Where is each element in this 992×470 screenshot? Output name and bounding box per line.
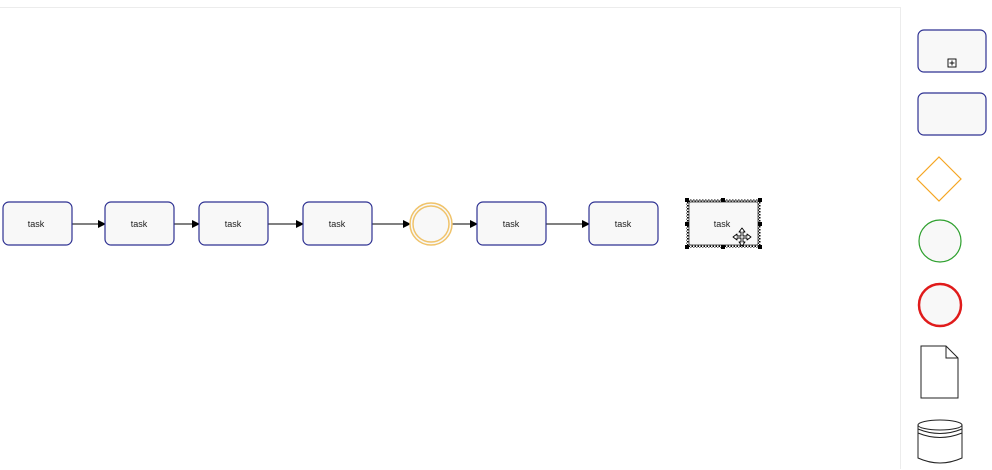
task-label: task bbox=[714, 219, 731, 229]
collapsed-subprocess-icon[interactable] bbox=[917, 29, 987, 73]
resize-handles[interactable] bbox=[685, 198, 762, 249]
task-node[interactable]: task bbox=[198, 201, 269, 246]
resize-handle-w[interactable] bbox=[685, 222, 689, 226]
task-icon[interactable] bbox=[917, 92, 987, 136]
task-node[interactable]: task bbox=[104, 201, 175, 246]
resize-handle-e[interactable] bbox=[758, 222, 762, 226]
task-node[interactable]: task bbox=[476, 201, 547, 246]
diagram-svg[interactable]: task task task task task task bbox=[0, 8, 901, 470]
task-node[interactable]: task bbox=[302, 201, 373, 246]
diagram-canvas[interactable]: task task task task task task bbox=[0, 7, 901, 469]
data-object-icon[interactable] bbox=[920, 345, 959, 399]
task-label: task bbox=[225, 219, 242, 229]
resize-handle-nw[interactable] bbox=[685, 198, 689, 202]
task-label: task bbox=[329, 219, 346, 229]
task-label: task bbox=[28, 219, 45, 229]
resize-handle-se[interactable] bbox=[758, 245, 762, 249]
move-cursor-icon bbox=[732, 227, 752, 247]
resize-handle-n[interactable] bbox=[721, 198, 725, 202]
resize-handle-sw[interactable] bbox=[685, 245, 689, 249]
palette-svg bbox=[916, 29, 987, 464]
task-node[interactable]: task bbox=[588, 201, 659, 246]
resize-handle-s[interactable] bbox=[721, 245, 725, 249]
intermediate-event[interactable] bbox=[409, 202, 453, 246]
task-label: task bbox=[615, 219, 632, 229]
gateway-icon[interactable] bbox=[916, 156, 962, 202]
task-node[interactable]: task bbox=[2, 201, 73, 246]
data-store-icon[interactable] bbox=[917, 419, 963, 464]
start-event-icon[interactable] bbox=[918, 219, 962, 263]
task-label: task bbox=[503, 219, 520, 229]
shape-palette bbox=[905, 0, 992, 469]
selected-task-node[interactable]: task bbox=[685, 198, 762, 249]
end-event-icon[interactable] bbox=[917, 282, 963, 328]
task-label: task bbox=[131, 219, 148, 229]
resize-handle-ne[interactable] bbox=[758, 198, 762, 202]
